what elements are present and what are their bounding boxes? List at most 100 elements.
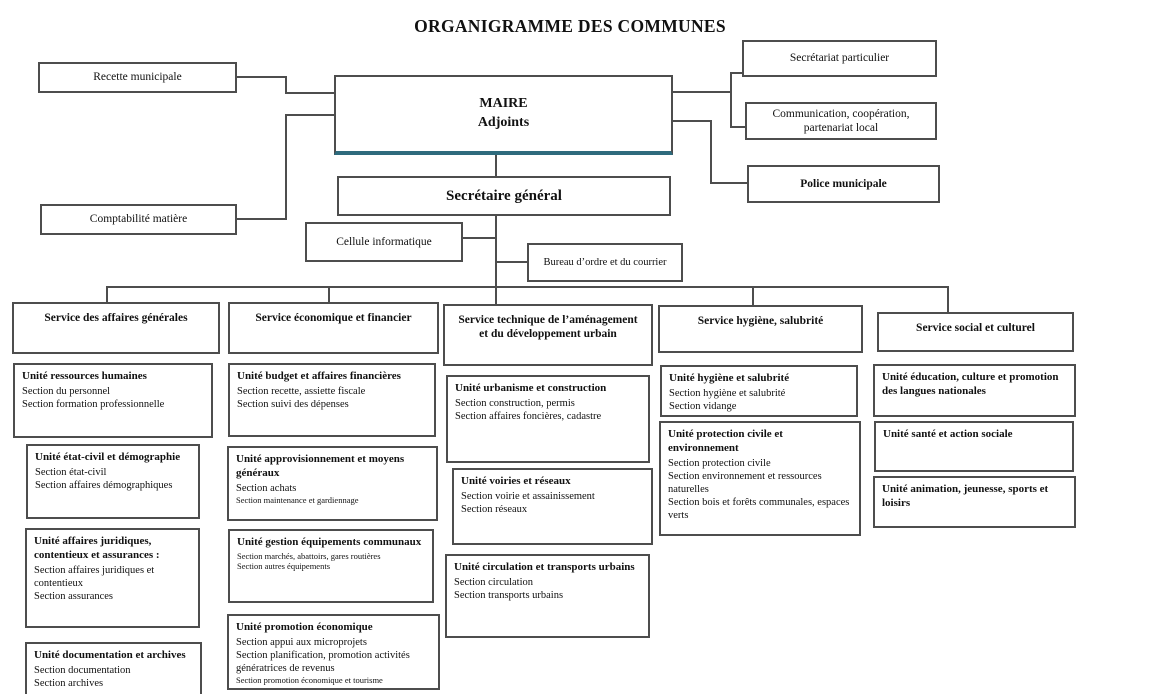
unit-section: Section protection civile [668,457,771,469]
service-title: Service économique et financier [255,312,412,324]
connector-line [730,72,742,74]
unit-title: Unité éducation, culture et promotion de… [882,371,1059,397]
unit-section: Section bois et forêts communales, espac… [668,496,850,521]
unit-hygiene-salubrite: Unité hygiène et salubrité Section hygiè… [660,365,858,417]
unit-gestion-equipements-communaux: Unité gestion équipements communaux Sect… [228,529,434,603]
unit-section: Section recette, assiette fiscale [237,385,366,397]
connector-line [947,286,949,312]
node-secretariat-particulier: Secrétariat particulier [742,40,937,77]
unit-section: Section vidange [669,400,737,412]
service-title: Service social et culturel [916,322,1035,334]
unit-title: Unité circulation et transports urbains [454,561,635,573]
connector-line [285,114,334,116]
unit-section: Section maintenance et gardiennage [236,494,359,505]
unit-section: Section marchés, abattoirs, gares routiè… [237,550,381,561]
unit-animation-jeunesse-sports: Unité animation, jeunesse, sports et loi… [873,476,1076,528]
service-title: Service des affaires générales [44,312,188,324]
connector-line [237,218,285,220]
unit-section: Section promotion économique et tourisme [236,675,383,686]
node-comptabilite-matiere: Comptabilité matière [40,204,237,235]
unit-title: Unité animation, jeunesse, sports et loi… [882,483,1049,509]
unit-section: Section transports urbains [454,589,564,601]
unit-budget-affaires-financieres: Unité budget et affaires financières Sec… [228,363,436,437]
unit-title: Unité urbanisme et construction [455,382,607,394]
service-header-affaires-generales: Service des affaires générales [12,302,220,354]
unit-section: Section réseaux [461,503,528,515]
node-police-municipale: Police municipale [747,165,940,203]
unit-section: Section environnement et ressources natu… [668,470,822,495]
unit-promotion-economique: Unité promotion économique Section appui… [227,614,440,690]
unit-etat-civil-demographie: Unité état-civil et démographie Section … [26,444,200,519]
unit-section: Section assurances [34,590,114,602]
node-label: Cellule informatique [336,235,432,248]
node-label: Recette municipale [93,71,182,84]
node-cellule-informatique: Cellule informatique [305,222,463,262]
unit-affaires-juridiques: Unité affaires juridiques, contentieux e… [25,528,200,628]
page-title: ORGANIGRAMME DES COMMUNES [414,16,726,36]
service-title: Service hygiène, salubrité [697,315,824,327]
unit-title: Unité état-civil et démographie [35,451,181,463]
unit-sante-action-sociale: Unité santé et action sociale [874,421,1074,472]
connector-line [673,91,730,93]
unit-section: Section suivi des dépenses [237,398,349,410]
unit-section: Section circulation [454,576,534,588]
unit-section: Section formation professionnelle [22,398,165,410]
unit-section: Section hygiène et salubrité [669,387,786,399]
node-maire: MAIRE Adjoints [334,75,673,155]
unit-section: Section affaires juridiques et contentie… [34,564,155,589]
unit-section: Section planification, promotion activit… [236,649,410,674]
connector-line [285,76,287,94]
unit-title: Unité affaires juridiques, contentieux e… [34,535,160,561]
service-header-economique-financier: Service économique et financier [228,302,439,354]
connector-line [495,155,497,176]
unit-title: Unité protection civile et environnement [668,428,783,454]
unit-approvisionnement-moyens-generaux: Unité approvisionnement et moyens généra… [227,446,438,521]
node-secretaire-general: Secrétaire général [337,176,671,216]
unit-title: Unité santé et action sociale [883,428,1013,440]
node-label: Secrétaire général [446,187,562,204]
unit-documentation-archives: Unité documentation et archives Section … [25,642,202,694]
unit-title: Unité gestion équipements communaux [237,536,422,548]
unit-title: Unité budget et affaires financières [237,370,401,382]
unit-section: Section autres équipements [237,561,331,572]
service-title: Service technique de l’aménagement et du… [458,314,638,341]
service-header-hygiene-salubrite: Service hygiène, salubrité [658,305,863,353]
unit-title: Unité voiries et réseaux [461,475,571,487]
connector-line [237,76,285,78]
unit-title: Unité promotion économique [236,621,373,633]
node-label: Secrétariat particulier [789,52,890,65]
maire-subtitle: Adjoints [477,115,530,130]
unit-section: Section appui aux microprojets [236,636,367,648]
unit-voiries-reseaux: Unité voiries et réseaux Section voirie … [452,468,653,545]
node-communication-cooperation: Communication, coopération, partenariat … [745,102,937,140]
connector-line [495,286,497,304]
connector-line [106,286,108,302]
unit-ressources-humaines: Unité ressources humaines Section du per… [13,363,213,438]
unit-urbanisme-construction: Unité urbanisme et construction Section … [446,375,650,463]
unit-title: Unité ressources humaines [22,370,147,382]
unit-circulation-transports: Unité circulation et transports urbains … [445,554,650,638]
unit-education-culture-langues: Unité éducation, culture et promotion de… [873,364,1076,417]
connector-line [328,286,330,302]
maire-title: MAIRE [479,96,528,112]
node-label: Comptabilité matière [89,213,188,226]
node-bureau-ordre-courrier: Bureau d’ordre et du courrier [527,243,683,282]
node-label: Police municipale [800,177,887,190]
service-header-social-culturel: Service social et culturel [877,312,1074,352]
unit-title: Unité hygiène et salubrité [669,372,790,384]
connector-line [106,286,949,288]
connector-line [752,286,754,305]
connector-line [285,92,334,94]
connector-line [710,182,747,184]
connector-line [495,261,527,263]
unit-section: Section état-civil [35,466,107,478]
connector-line [730,72,732,128]
unit-section: Section archives [34,677,104,689]
unit-title: Unité documentation et archives [34,649,186,661]
unit-title: Unité approvisionnement et moyens généra… [236,453,405,479]
connector-line [463,237,495,239]
connector-line [495,216,497,286]
unit-section: Section affaires démographiques [35,479,173,491]
unit-section: Section affaires foncières, cadastre [455,410,602,422]
